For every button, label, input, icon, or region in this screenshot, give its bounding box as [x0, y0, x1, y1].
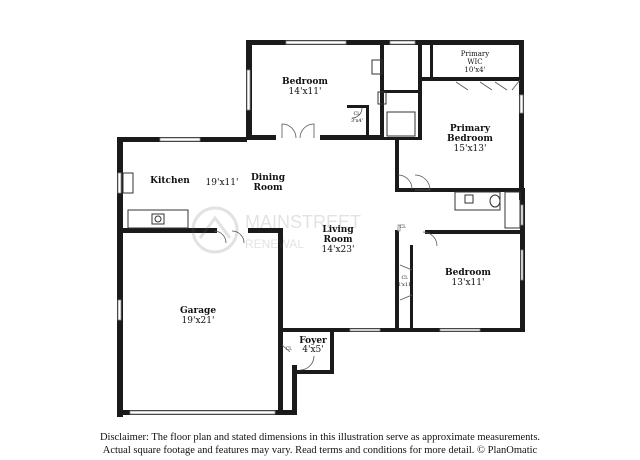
bedroom1-dims: 14'x11'	[289, 87, 322, 97]
watermark-logo: MAINSTREET RENEWAL	[191, 206, 361, 254]
fixtures	[122, 59, 521, 229]
disclaimer-line-1: Disclaimer: The floor plan and stated di…	[99, 432, 541, 443]
closet3-dims: 2'x11'	[397, 282, 412, 288]
closet4-name: Cl.	[285, 346, 292, 352]
bedroom1-name: Bedroom	[282, 77, 328, 87]
primary-bedroom-name: Primary	[450, 124, 491, 134]
watermark-text: MAINSTREET	[245, 212, 361, 232]
closet1-name: Cl.	[353, 111, 360, 117]
bedroom2-name: Bedroom	[445, 268, 491, 278]
foyer-dims: 4'x5'	[302, 345, 323, 355]
primary-bedroom-name2: Bedroom	[447, 134, 493, 144]
disclaimer-line-2: Actual square footage and features may v…	[102, 445, 538, 456]
living-name2: Room	[323, 235, 352, 245]
dining-name: Dining	[251, 173, 286, 183]
primary-bedroom-dims: 15'x13'	[454, 144, 487, 154]
primary-wic-dims: 10'x4'	[464, 66, 485, 74]
room-labels: Bedroom 14'x11' Cl. 3'x4' Primary WIC 10…	[150, 50, 493, 355]
closet2-name: Cl.	[399, 224, 406, 230]
living-dims: 14'x23'	[322, 245, 355, 255]
garage-name: Garage	[180, 306, 216, 316]
kitchen-name: Kitchen	[150, 176, 190, 186]
living-name: Living	[322, 225, 354, 235]
dining-dims: 19'x11'	[206, 178, 239, 188]
watermark-sub: RENEWAL	[245, 237, 304, 251]
foyer-name: Foyer	[299, 336, 327, 346]
doors	[213, 79, 521, 371]
closet3-name: Cl.	[401, 275, 408, 281]
dining-name2: Room	[253, 183, 282, 193]
primary-wic-name: Primary	[461, 50, 489, 58]
windows	[117, 40, 524, 415]
closet1-dims: 3'x4'	[351, 118, 363, 124]
bedroom2-dims: 13'x11'	[452, 278, 485, 288]
garage-dims: 19'x21'	[182, 316, 215, 326]
primary-wic-name2: WIC	[467, 58, 482, 66]
